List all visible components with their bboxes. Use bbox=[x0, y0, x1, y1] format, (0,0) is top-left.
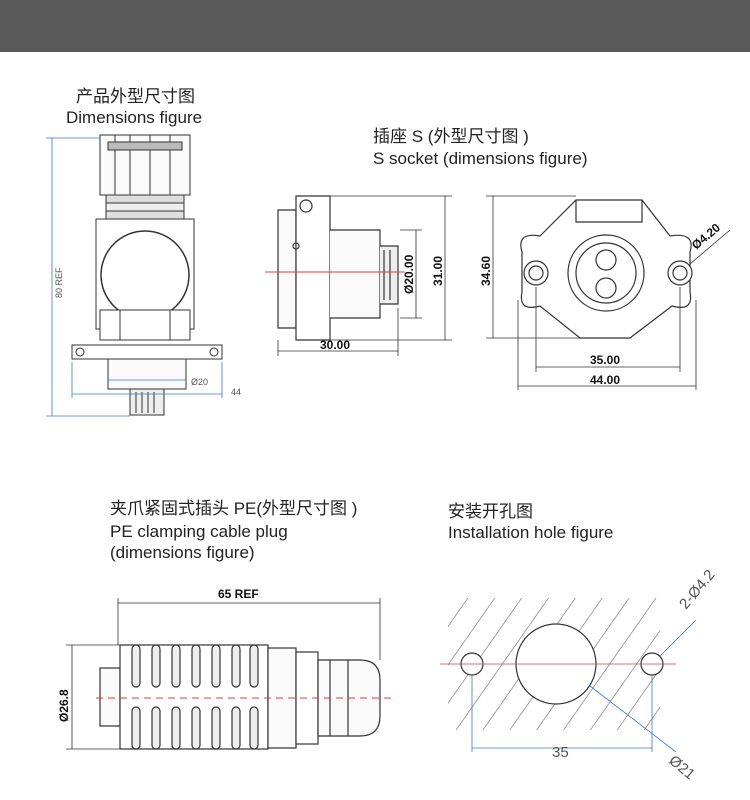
installation-diameter-label: Ø21 bbox=[665, 752, 698, 783]
socket-diameter-label: Ø20.00 bbox=[402, 254, 416, 294]
socket-title-cn: 插座 S (外型尺寸图 ) bbox=[373, 127, 529, 146]
socket-front-view bbox=[520, 199, 693, 339]
socket-total-width-label: 44.00 bbox=[590, 373, 620, 387]
top-banner bbox=[0, 0, 750, 52]
product-diameter-label: Ø20 bbox=[191, 377, 208, 387]
pe-plug-view bbox=[99, 644, 381, 750]
product-width-label: 44 bbox=[231, 387, 241, 397]
socket-side-view bbox=[277, 195, 399, 341]
dimensions-title-cn: 产品外型尺寸图 bbox=[76, 87, 195, 106]
plug-title-en-1: PE clamping cable plug bbox=[110, 522, 288, 541]
product-side-view bbox=[71, 134, 223, 416]
installation-title-cn: 安装开孔图 bbox=[448, 502, 533, 521]
socket-hole-span-label: 35.00 bbox=[590, 353, 620, 367]
installation-title-en: Installation hole figure bbox=[448, 523, 614, 542]
installation-dimension-lines bbox=[440, 619, 697, 753]
product-height-label: 80 REF bbox=[54, 267, 64, 298]
plug-diameter-label: Ø26.8 bbox=[57, 689, 71, 722]
socket-height-label: 31.00 bbox=[431, 256, 445, 286]
socket-side-dimension-lines bbox=[277, 195, 452, 356]
coupling-ring bbox=[100, 230, 190, 320]
plug-title-en-2: (dimensions figure) bbox=[110, 543, 255, 562]
socket-hole-diameter-label: Ø4.20 bbox=[689, 220, 723, 252]
plug-grip-ribs bbox=[131, 644, 259, 750]
socket-flange-height-label: 34.60 bbox=[479, 256, 493, 286]
plug-dimension-lines bbox=[66, 598, 381, 750]
plug-title-cn: 夹爪紧固式插头 PE(外型尺寸图 ) bbox=[110, 499, 358, 518]
plug-length-label: 65 REF bbox=[218, 587, 259, 601]
socket-depth-label: 30.00 bbox=[320, 338, 350, 352]
socket-front-dimension-lines bbox=[486, 195, 731, 390]
installation-span-label: 35 bbox=[552, 744, 569, 761]
product-dimension-lines bbox=[46, 137, 223, 417]
installation-holes-label: 2-Ø4.2 bbox=[676, 567, 719, 613]
socket-title-en: S socket (dimensions figure) bbox=[373, 149, 588, 168]
flange bbox=[71, 344, 223, 360]
dimensions-title-en: Dimensions figure bbox=[66, 108, 203, 127]
